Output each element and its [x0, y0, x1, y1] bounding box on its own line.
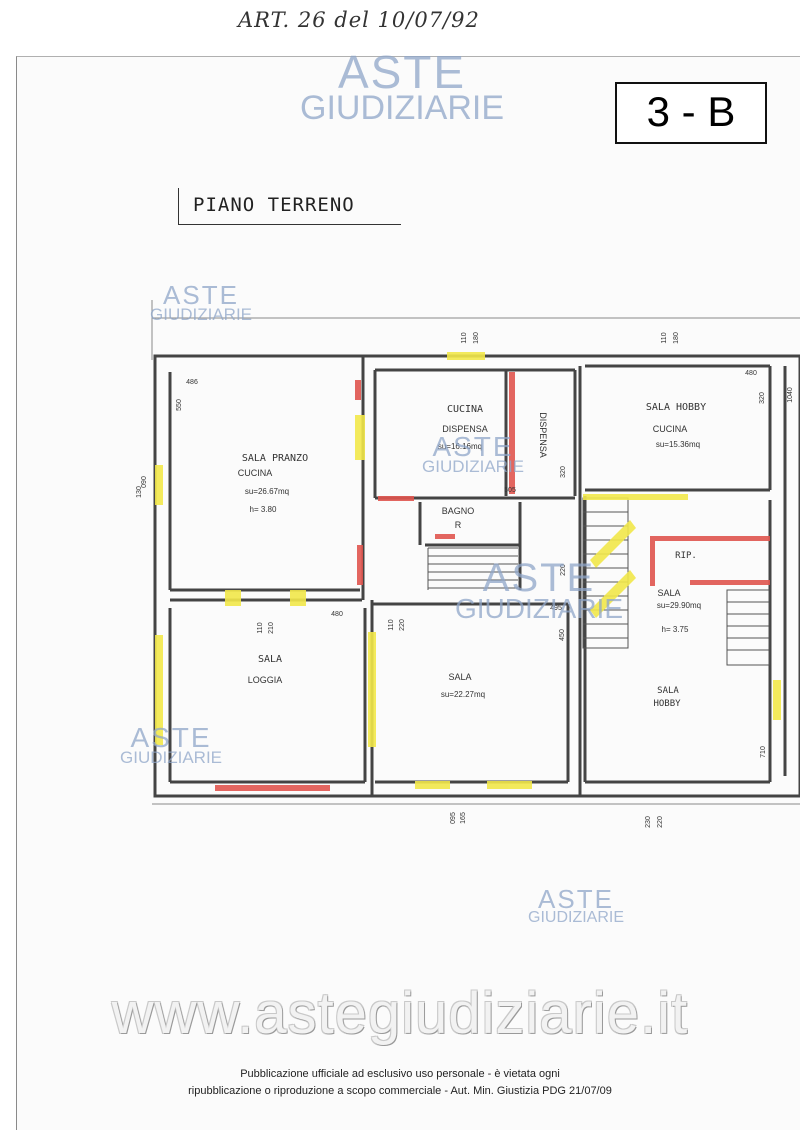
sheet-code-box: 3 - B: [615, 82, 767, 144]
room-cucina-name: DISPENSA: [442, 424, 488, 434]
room-sala-right-name: SALA: [657, 588, 680, 598]
dim-110a: 110: [461, 332, 468, 343]
dim-210: 210: [268, 622, 275, 634]
dim-320b: 320: [560, 466, 567, 478]
plan-title: PIANO TERRENO: [193, 194, 355, 216]
dim-1040: 1040: [787, 387, 794, 403]
dim-505: 505: [504, 487, 516, 494]
watermark-left-2: ASTE GIUDIZIARIE: [120, 722, 223, 768]
room-sala-hobby-top-area: su=15.36mq: [656, 440, 700, 449]
dim-090: 090: [141, 476, 148, 488]
footer-line-2: ripubblicazione o riproduzione a scopo c…: [188, 1085, 612, 1097]
dim-495: 495: [550, 605, 562, 612]
room-bagno-mark: R: [455, 520, 462, 530]
room-dispensa-vertical: DISPENSA: [538, 412, 548, 458]
dim-110d: 110: [388, 619, 395, 630]
room-sala-pranzo-old: SALA PRANZO: [242, 453, 308, 464]
dim-230: 230: [645, 816, 652, 828]
dim-130: 130: [136, 486, 143, 498]
dim-220: 220: [560, 564, 567, 576]
dim-095: 095: [450, 812, 457, 824]
dim-710: 710: [760, 746, 767, 758]
dim-550: 550: [176, 399, 183, 411]
drawing-sheet: [16, 56, 800, 1130]
watermark-url: www.astegiudiziarie.it: [111, 981, 689, 1046]
room-sala-pranzo-area: su=26.67mq: [245, 487, 289, 496]
footer-line-1: Pubblicazione ufficiale ad esclusivo uso…: [240, 1068, 560, 1080]
room-cucina-old: CUCINA: [447, 404, 483, 415]
dim-220b: 220: [399, 619, 406, 631]
room-sala-hobby-top-old: SALA HOBBY: [646, 402, 706, 413]
room-rip: RIP.: [675, 551, 697, 561]
dimension-labels: 486 550 090 130 110 180 110 180 480 320 …: [136, 332, 794, 828]
plan-guides: [151, 300, 800, 805]
room-bagno: BAGNO: [442, 506, 475, 516]
watermark-left-1: ASTE GIUDIZIARIE: [150, 280, 253, 325]
handwritten-note: ART. 26 del 10/07/92: [238, 8, 480, 32]
room-sala-pranzo-name: CUCINA: [238, 468, 273, 478]
room-sala-loggia-old: SALA: [258, 654, 282, 665]
room-sala-center-area: su=22.27mq: [441, 690, 485, 699]
dim-480b: 480: [331, 611, 343, 618]
room-labels: SALA PRANZO CUCINA su=26.67mq h= 3.80 CU…: [238, 402, 706, 709]
watermark-top: ASTE GIUDIZIARIE: [300, 46, 505, 128]
red-highlights: [215, 372, 770, 791]
watermark-center-1: ASTE GIUDIZIARIE: [422, 431, 525, 477]
dim-180b: 180: [673, 332, 680, 344]
room-sala-right-height: h= 3.75: [662, 625, 689, 634]
watermark-center-2: ASTE GIUDIZIARIE: [455, 556, 624, 624]
room-sala-pranzo-height: h= 3.80: [250, 505, 277, 514]
plan-title-box: PIANO TERRENO: [178, 188, 401, 225]
stairs-right-a: [582, 497, 629, 649]
stairs-left: [427, 547, 518, 590]
dim-110c: 110: [257, 622, 264, 633]
dim-165: 165: [460, 812, 467, 824]
dim-480a: 480: [745, 370, 757, 377]
dim-486: 486: [186, 379, 198, 386]
watermark-bottom: ASTE GIUDIZIARIE: [528, 884, 625, 927]
dim-220c: 220: [657, 816, 664, 828]
room-sala-hobby-top-name: CUCINA: [653, 424, 688, 434]
room-sala-loggia-name: LOGGIA: [248, 675, 283, 685]
stairs-right-b: [726, 589, 770, 666]
dim-450: 450: [559, 629, 566, 641]
dim-110b: 110: [661, 332, 668, 343]
yellow-highlights: [155, 352, 781, 789]
room-cucina-area: su=16.16mq: [438, 442, 482, 451]
dim-180a: 180: [473, 332, 480, 344]
room-sala-center-name: SALA: [448, 672, 471, 682]
room-sala-right-area: su=29.90mq: [657, 601, 701, 610]
room-sala-hobby-bottom-old: SALA: [657, 686, 679, 696]
dim-320a: 320: [759, 392, 766, 404]
room-sala-hobby-bottom-name: HOBBY: [653, 699, 681, 709]
